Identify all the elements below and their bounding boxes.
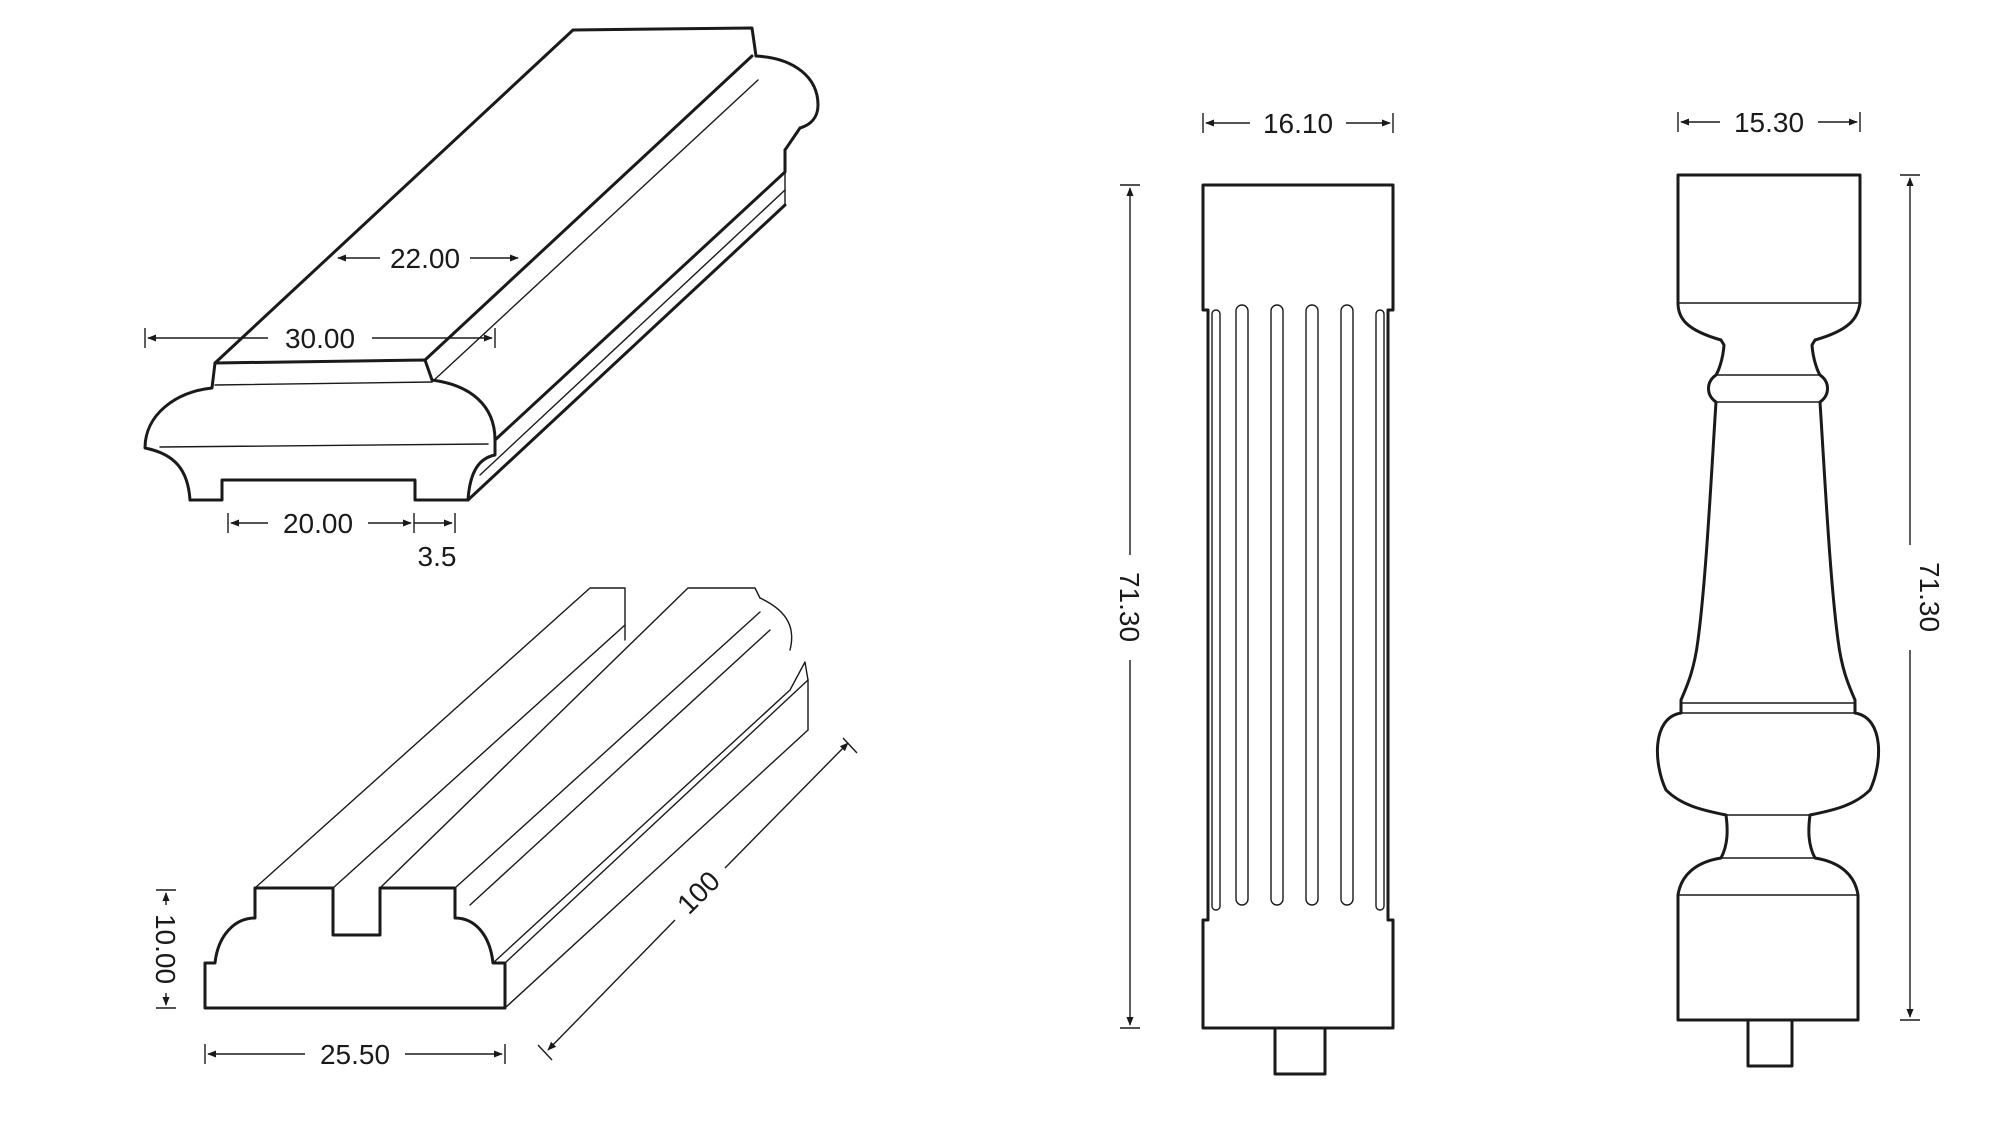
square-baluster-width-label: 16.10 xyxy=(1263,108,1333,139)
base-rail-length-label: 100 xyxy=(671,865,726,920)
base-rail-drawing: 10.00 25.50 100 xyxy=(150,587,858,1070)
turned-baluster-outline xyxy=(1655,173,1881,1022)
base-rail-width-label: 25.50 xyxy=(320,1039,390,1070)
handrail-top-width-label: 22.00 xyxy=(390,243,460,274)
turned-baluster-width-label: 15.30 xyxy=(1734,107,1804,138)
handrail-profile xyxy=(143,358,497,502)
turned-baluster-height-label: 71.30 xyxy=(1914,562,1945,632)
handrail-overall-width-label: 30.00 xyxy=(285,323,355,354)
square-baluster-drawing: 16.10 71.30 xyxy=(1114,108,1395,1076)
baluster-flutes xyxy=(1211,304,1385,911)
turned-baluster-drawing: 15.30 71.30 xyxy=(1655,107,1945,1068)
base-rail-height-label: 10.00 xyxy=(150,914,181,984)
square-baluster-height-label: 71.30 xyxy=(1114,572,1145,642)
handrail-groove-width-label: 20.00 xyxy=(283,508,353,539)
handrail-drawing: 22.00 30.00 20.00 3.5 xyxy=(143,26,820,572)
square-baluster-outline xyxy=(1201,183,1395,1030)
handrail-edge-width-label: 3.5 xyxy=(418,541,457,572)
base-rail-profile xyxy=(203,886,507,1010)
